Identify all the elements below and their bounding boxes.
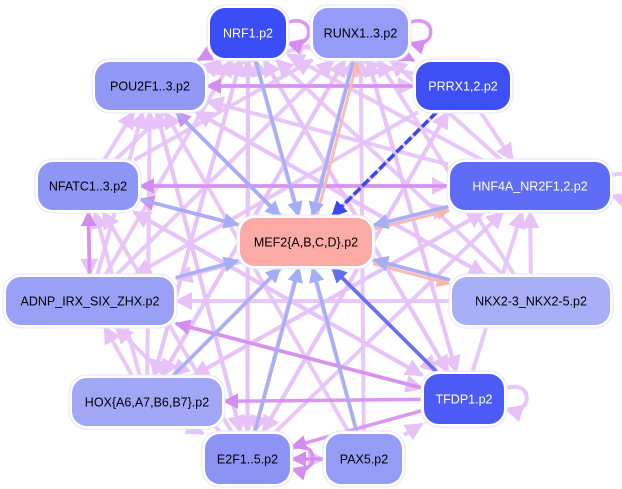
- edge-nrf1-to-mef2: [253, 59, 303, 218]
- edge-nfatc-to-mef2: [139, 197, 240, 229]
- node-adnp[interactable]: ADNP_IRX_SIX_ZHX.p2: [2, 273, 178, 329]
- edge-runx-to-runx: [407, 19, 433, 55]
- node-tfdp1[interactable]: TFDP1.p2: [420, 370, 508, 428]
- edge-runx-to-mef2: [308, 59, 356, 218]
- edge-hox-to-mef2: [171, 266, 282, 378]
- node-box[interactable]: [326, 434, 402, 484]
- edge-prrx-to-e2f: [261, 110, 450, 434]
- edge-runx-to-prrx: [397, 47, 416, 63]
- edge-nrf1-to-nrf1: [285, 19, 311, 55]
- edge-tfdp1-to-mef2: [330, 266, 439, 374]
- node-label: E2F1..5.p2: [217, 453, 278, 467]
- node-box[interactable]: [95, 62, 205, 110]
- edge-nkx2-to-hnf4a: [521, 210, 540, 276]
- edge-adnp-to-runx: [114, 58, 335, 277]
- edge-hnf4a-to-hnf4a: [609, 171, 622, 210]
- node-pax5[interactable]: PAX5.p2: [322, 430, 406, 488]
- edge-mef2-to-runx: [315, 59, 361, 218]
- node-box[interactable]: [72, 378, 222, 426]
- edge-tfdp1-to-tfdp1: [503, 384, 529, 423]
- node-nkx2[interactable]: NKX2-3_NKX2-5.p2: [448, 273, 614, 329]
- edge-prrx-to-adnp: [133, 110, 419, 277]
- edge-hnf4a-to-hox: [191, 210, 485, 378]
- node-label: POU2F1..3.p2: [110, 80, 190, 94]
- node-hox[interactable]: HOX{A6,A7,B6,B7}.p2: [68, 374, 226, 430]
- edge-pax5-to-pou2f: [163, 110, 351, 433]
- edge-nkx2-to-nrf1: [275, 58, 505, 277]
- edge-hox-to-adnp: [102, 325, 135, 377]
- node-box[interactable]: [416, 62, 510, 110]
- node-box[interactable]: [452, 277, 610, 325]
- edge-pax5-to-tfdp1: [402, 422, 424, 441]
- node-label: PRRX1,2.p2: [428, 80, 498, 94]
- edge-pax5-to-mef2: [309, 266, 359, 433]
- edge-tfdp1-to-adnp: [174, 319, 423, 390]
- node-pou2f[interactable]: POU2F1..3.p2: [91, 58, 209, 114]
- edge-nfatc-to-tfdp1: [132, 210, 424, 377]
- node-label: NRF1.p2: [223, 27, 273, 41]
- node-hnf4a[interactable]: HNF4A_NR2F1,2.p2: [446, 158, 614, 214]
- node-label: TFDP1.p2: [436, 393, 493, 407]
- node-nfatc[interactable]: NFATC1..3.p2: [34, 158, 142, 214]
- node-label: RUNX1..3.p2: [324, 27, 398, 41]
- edge-adnp-to-mef2: [175, 256, 240, 280]
- edge-nkx2-to-mef2: [372, 255, 451, 282]
- node-box[interactable]: [38, 162, 138, 210]
- node-runx[interactable]: RUNX1..3.p2: [309, 4, 412, 62]
- edge-pou2f-to-mef2: [174, 110, 282, 218]
- node-box[interactable]: [424, 374, 504, 424]
- edge-nfatc-to-pou2f: [102, 110, 136, 162]
- node-label: ADNP_IRX_SIX_ZHX.p2: [21, 295, 160, 309]
- edge-nkx2-to-runx: [375, 58, 517, 277]
- edge-prrx-to-mef2: [330, 110, 439, 218]
- node-label: HOX{A6,A7,B6,B7}.p2: [85, 396, 209, 410]
- edge-nrf1-to-pou2f: [196, 46, 215, 62]
- edge-pou2f-to-nkx2: [195, 110, 487, 277]
- node-box[interactable]: [450, 162, 610, 210]
- node-label: MEF2{A,B,C,D}.p2: [254, 236, 358, 250]
- node-box[interactable]: [210, 8, 286, 58]
- node-label: HNF4A_NR2F1,2.p2: [472, 180, 587, 194]
- edge-adnp-to-nrf1: [103, 58, 234, 277]
- node-box[interactable]: [205, 434, 290, 484]
- node-nrf1[interactable]: NRF1.p2: [206, 4, 290, 62]
- edge-e2f-to-mef2: [253, 266, 303, 433]
- edge-adnp-to-nfatc: [80, 210, 97, 276]
- node-mef2[interactable]: MEF2{A,B,C,D}.p2: [236, 214, 376, 270]
- edge-hnf4a-to-mef2: [372, 204, 449, 230]
- edge-tfdp1-to-hox: [222, 393, 423, 410]
- node-label: NKX2-3_NKX2-5.p2: [475, 295, 587, 309]
- node-box[interactable]: [6, 277, 174, 325]
- node-prrx[interactable]: PRRX1,2.p2: [412, 58, 514, 114]
- node-box[interactable]: [240, 218, 372, 266]
- edge-prrx-to-hnf4a: [478, 110, 515, 162]
- node-label: PAX5.p2: [340, 453, 388, 467]
- edge-hnf4a-to-nrf1: [286, 52, 484, 162]
- node-e2f[interactable]: E2F1..5.p2: [201, 430, 294, 488]
- node-box[interactable]: [313, 8, 408, 58]
- node-label: NFATC1..3.p2: [49, 180, 127, 194]
